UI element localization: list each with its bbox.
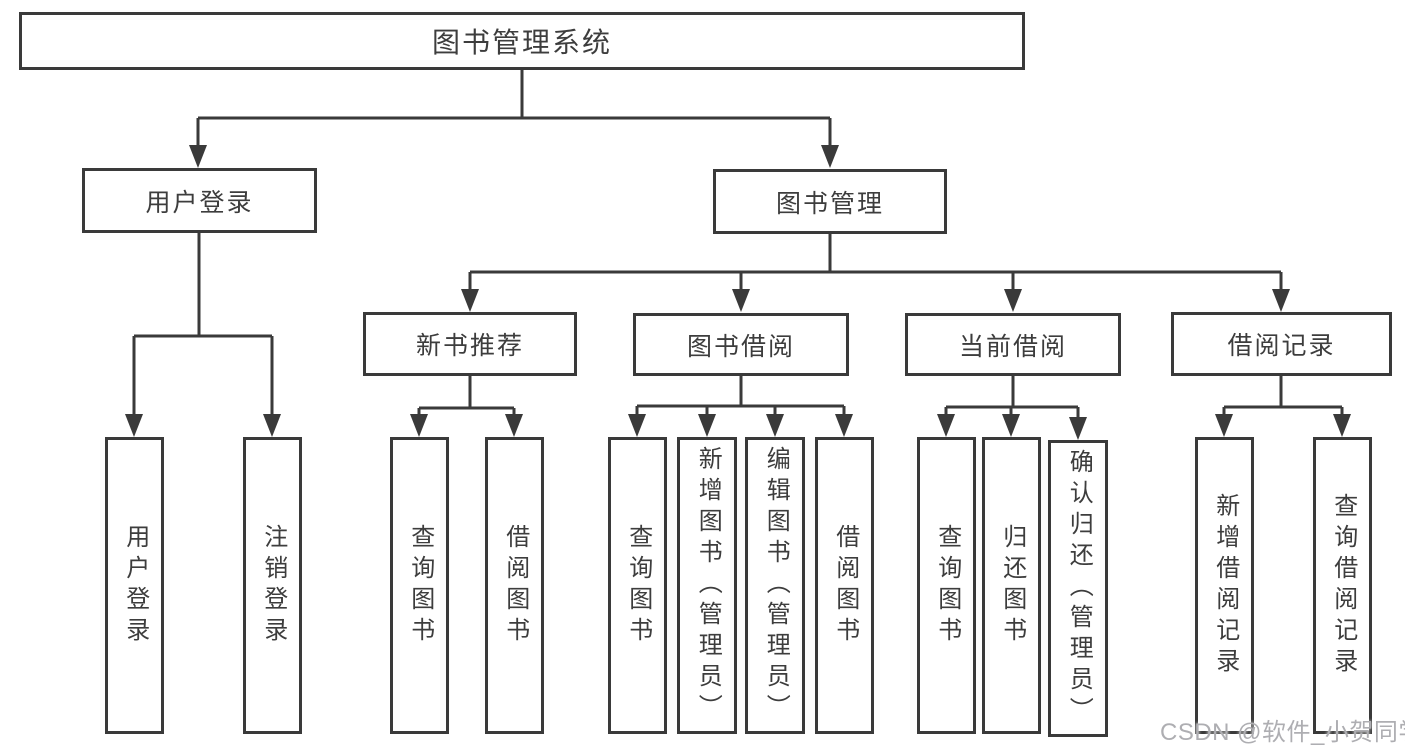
arrowhead [821,145,839,168]
node-book-borrow: 图书借阅 [633,313,849,376]
csdn-watermark: CSDN @软件_小贺同学 [1160,719,1405,746]
leaf-query-book-3: 查询图书 [917,437,976,734]
leaf-return-book: 归还图书 [982,437,1041,734]
arrowhead [1069,417,1087,440]
node-new-book-recommend: 新书推荐 [363,312,577,376]
arrowhead [1002,414,1020,437]
leaf-logout: 注销登录 [243,437,302,734]
arrowhead [698,414,716,437]
connector-book-management-children [461,234,1290,312]
node-book-management-label: 图书管理 [775,189,884,218]
leaf-confirm-return-admin: 确认归还（管理员） [1048,440,1108,737]
node-user-login-label: 用户登录 [145,188,254,217]
leaf-user-login-label: 用户登录 [121,523,149,648]
arrowhead [766,414,784,437]
node-book-management: 图书管理 [713,169,947,234]
leaf-borrow-book-2: 借阅图书 [815,437,874,734]
leaf-add-book-admin: 新增图书（管理员） [677,437,737,734]
arrowhead [263,414,281,437]
arrowhead [1333,414,1351,437]
node-root-label: 图书管理系统 [431,27,612,58]
connector-root-to-level2 [189,70,839,168]
arrowhead [410,414,428,437]
node-borrow-record: 借阅记录 [1171,312,1392,376]
leaf-borrow-book-1-label: 借阅图书 [501,523,529,648]
leaf-user-login: 用户登录 [105,437,164,734]
connector-current-borrow-children [937,376,1087,440]
arrowhead [1004,289,1022,312]
leaf-query-book-1-label: 查询图书 [406,523,434,648]
arrowhead [505,414,523,437]
node-borrow-record-label: 借阅记录 [1227,332,1336,360]
leaf-query-borrow-record-label: 查询借阅记录 [1329,492,1357,679]
leaf-edit-book-admin: 编辑图书（管理员） [745,437,805,734]
connector-borrow-record-children [1215,376,1351,437]
connector-new-book-recommend-children [410,376,523,437]
leaf-add-book-admin-label: 新增图书（管理员） [694,446,722,725]
leaf-borrow-book-1: 借阅图书 [485,437,544,734]
arrowhead [937,414,955,437]
node-book-borrow-label: 图书借阅 [686,332,795,361]
leaf-return-book-label: 归还图书 [998,523,1026,648]
arrowhead [125,414,143,437]
node-user-login: 用户登录 [82,168,317,233]
leaf-query-borrow-record: 查询借阅记录 [1313,437,1372,734]
arrowhead [732,289,750,312]
leaf-query-book-2-label: 查询图书 [624,523,652,648]
leaf-borrow-book-2-label: 借阅图书 [831,523,859,648]
leaf-confirm-return-admin-label: 确认归还（管理员） [1065,449,1093,728]
arrowhead [628,414,646,437]
leaf-edit-book-admin-label: 编辑图书（管理员） [762,446,790,725]
arrowhead [1272,289,1290,312]
leaf-query-book-2: 查询图书 [608,437,667,734]
node-current-borrow-label: 当前借阅 [958,332,1067,361]
node-current-borrow: 当前借阅 [905,313,1121,376]
node-new-book-recommend-label: 新书推荐 [415,332,524,360]
leaf-query-book-3-label: 查询图书 [933,523,961,648]
leaf-add-borrow-record-label: 新增借阅记录 [1211,492,1239,679]
arrowhead [461,289,479,312]
leaf-query-book-1: 查询图书 [390,437,449,734]
arrowhead [189,145,207,168]
node-root: 图书管理系统 [19,12,1025,70]
connector-user-login-children [125,231,281,437]
arrowhead [835,414,853,437]
connector-book-borrow-children [628,376,853,437]
arrowhead [1215,414,1233,437]
leaf-logout-label: 注销登录 [259,523,287,648]
leaf-add-borrow-record: 新增借阅记录 [1195,437,1254,734]
